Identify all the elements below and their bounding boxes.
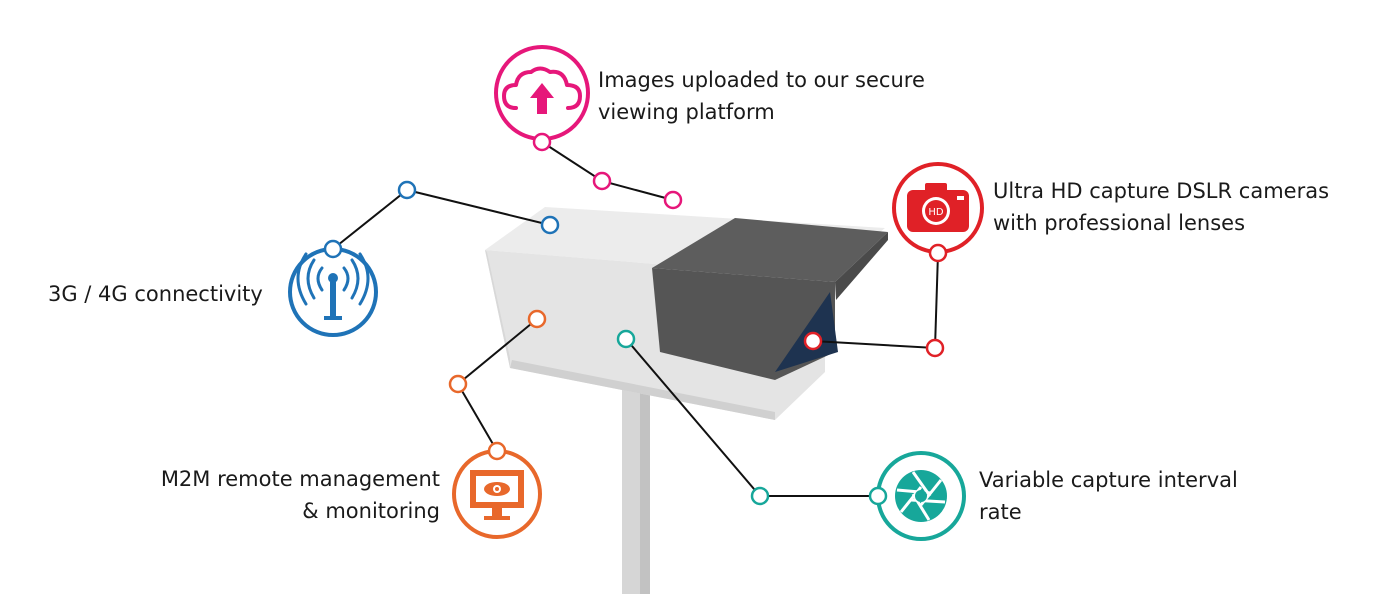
interval-node [868,486,888,506]
mounting-pole-shade [640,385,650,594]
monitoring-feature-label: M2M remote management & monitoring [161,463,440,527]
upload-feature-label: Images uploaded to our secure viewing pl… [598,64,925,128]
monitor-foot [484,516,510,520]
interval-node [616,329,636,349]
upload-node [532,132,552,152]
upload-feature-icon [494,45,590,141]
monitoring-feature-icon [452,449,542,539]
monitoring-node [487,441,507,461]
monitoring-label-line-1: M2M remote management [160,467,440,491]
camera-label-line-2: with professional lenses [993,211,1246,235]
aperture-center [915,490,927,502]
camera-icon-flash [957,196,964,200]
camera-node [803,331,823,351]
interval-label-line-1: Variable capture interval [979,468,1238,492]
camera-icon-lens-inner [925,200,947,222]
upload-node [592,171,612,191]
upload-label-line-2: viewing platform [598,100,775,124]
connector-nodes [323,132,948,506]
camera-node [925,338,945,358]
lens-glass [775,292,838,372]
interval-node [750,486,770,506]
monitoring-node [527,309,547,329]
interval-feature-label: Variable capture interval rate [979,464,1238,528]
monitoring-label-line-2: & monitoring [302,499,440,523]
upload-node [663,190,683,210]
connectivity-node [540,215,560,235]
camera-feature-label: Ultra HD capture DSLR cameras with profe… [993,175,1329,239]
upload-arrow [530,83,554,114]
upload-label-line-1: Images uploaded to our secure [598,68,925,92]
connectivity-node [397,180,417,200]
monitor-stand [492,508,502,516]
connectivity-feature-label: 3G / 4G connectivity [48,278,263,310]
camera-label-line-1: Ultra HD capture DSLR cameras [993,179,1330,203]
housing-bottom [510,360,775,420]
antenna-base [324,316,342,320]
camera-hood [652,218,888,380]
camera-node [928,243,948,263]
connectivity-node [323,239,343,259]
connectivity-feature-icon [288,247,378,337]
camera-hd-badge: HD [928,207,944,218]
housing-side-left [485,250,510,368]
antenna-icon [296,252,370,306]
interval-label-line-2: rate [979,500,1022,524]
hood-top [652,218,888,282]
antenna-mast [330,282,336,318]
connectivity-label-line-1: 3G / 4G connectivity [48,282,263,306]
camera-icon-top [925,183,947,193]
camera-feature-icon: HD [892,162,984,254]
cloud-upload-icon [502,66,582,110]
hood-side [835,232,888,300]
upload-connector [541,141,674,201]
antenna-tip [328,273,338,283]
monitoring-node [448,374,468,394]
eye-iris [495,487,499,491]
interval-feature-icon [876,451,966,541]
